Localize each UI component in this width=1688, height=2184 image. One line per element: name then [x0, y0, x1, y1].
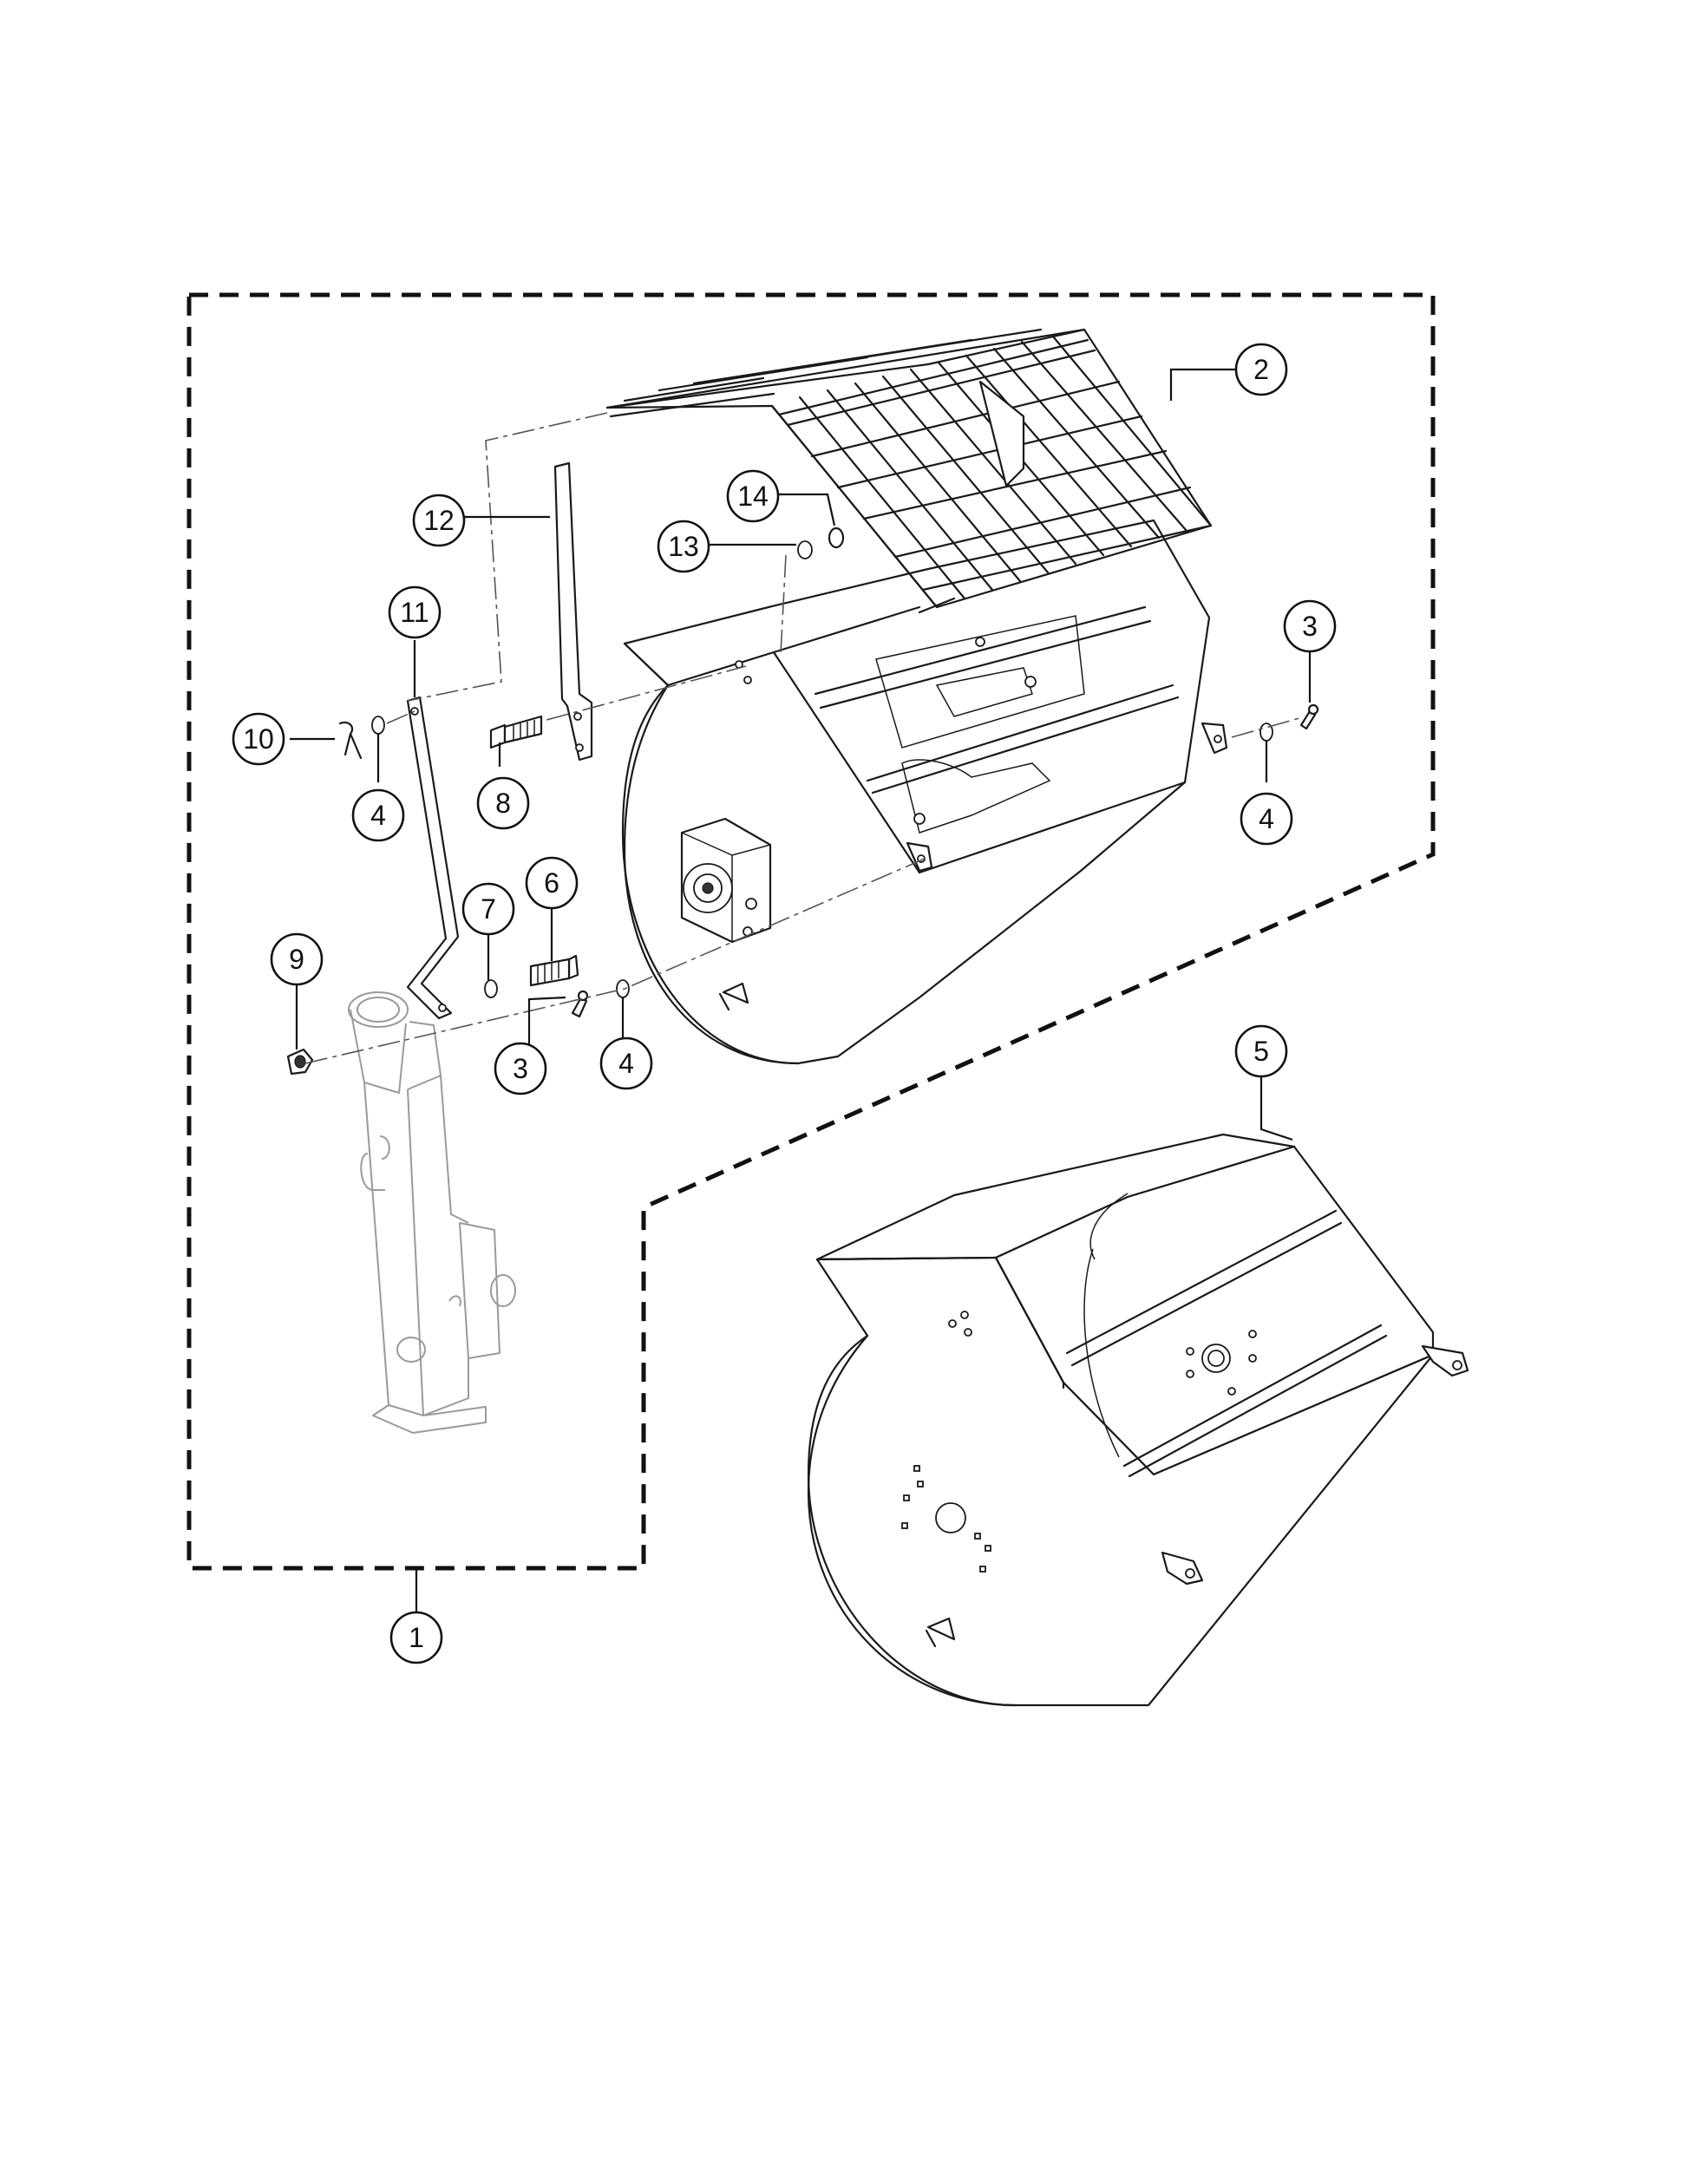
- svg-text:4: 4: [618, 1048, 634, 1079]
- linkage-arm-part: [406, 696, 460, 1020]
- callout-item-7: 7: [461, 882, 515, 936]
- callout-item-5: 5: [1234, 1024, 1288, 1078]
- svg-text:12: 12: [423, 505, 455, 536]
- callout-item-2: 2: [1234, 343, 1288, 396]
- callout-item-3-right: 3: [1283, 599, 1337, 653]
- callout-item-4-right: 4: [1240, 792, 1293, 846]
- svg-text:4: 4: [370, 800, 386, 831]
- svg-text:4: 4: [1259, 803, 1274, 834]
- svg-text:5: 5: [1253, 1036, 1269, 1067]
- svg-text:1: 1: [409, 1622, 424, 1653]
- callout-item-13: 13: [657, 520, 710, 573]
- strap-part: [553, 461, 593, 762]
- svg-text:6: 6: [544, 867, 559, 899]
- svg-text:7: 7: [481, 893, 496, 925]
- svg-text:8: 8: [495, 788, 511, 819]
- callout-item-14: 14: [726, 469, 780, 523]
- bare-drum-part: [807, 1133, 1469, 1707]
- hardware: [286, 526, 1319, 1076]
- callout-item-9: 9: [270, 932, 324, 986]
- svg-text:11: 11: [400, 597, 429, 628]
- svg-text:3: 3: [513, 1053, 528, 1084]
- support-stand: [348, 991, 516, 1434]
- callout-item-12: 12: [412, 494, 466, 547]
- callout-item-10: 10: [232, 712, 285, 766]
- center-lines: [304, 412, 1300, 1064]
- svg-text:9: 9: [289, 944, 304, 975]
- svg-text:10: 10: [243, 723, 274, 755]
- callout-item-4-lower: 4: [599, 1036, 653, 1090]
- callout-item-6: 6: [525, 856, 579, 910]
- svg-text:13: 13: [668, 531, 699, 562]
- mesh-cover-part: [605, 328, 1213, 614]
- callout-item-4-left: 4: [351, 788, 405, 842]
- drum-assembly: [621, 519, 1228, 1065]
- callout-item-11: 11: [388, 585, 442, 639]
- leaders: [290, 368, 1312, 1612]
- callout-item-1: 1: [389, 1611, 443, 1664]
- svg-text:3: 3: [1302, 611, 1318, 642]
- callout-item-8: 8: [476, 776, 530, 830]
- svg-text:2: 2: [1253, 354, 1269, 385]
- callout-item-3-lower: 3: [494, 1042, 547, 1095]
- svg-text:14: 14: [737, 481, 769, 512]
